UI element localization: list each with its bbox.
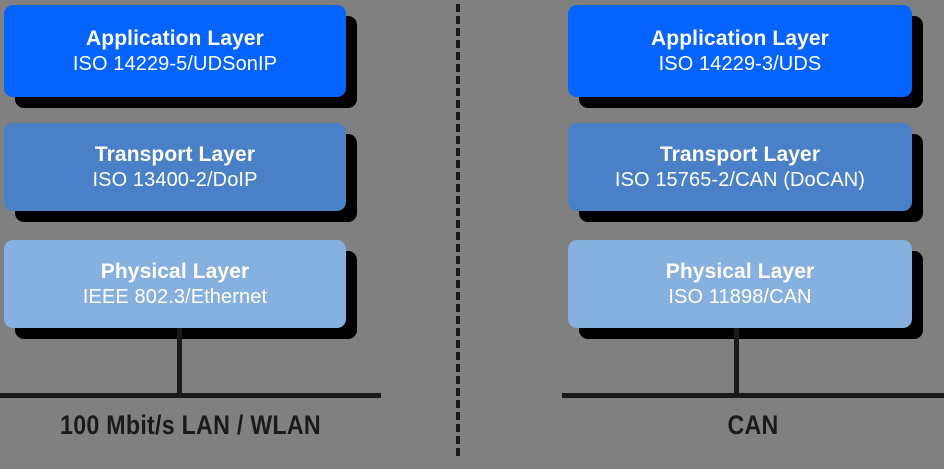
bus-connector-line (177, 328, 182, 397)
bus-label-lan-wlan: 100 Mbit/s LAN / WLAN (60, 410, 321, 440)
layer-box-application-can: Application Layer ISO 14229-3/UDS (568, 5, 912, 97)
layer-box-physical-doip: Physical Layer IEEE 802.3/Ethernet (4, 240, 346, 328)
layer-title: Physical Layer (665, 260, 815, 284)
layer-title: Transport Layer (659, 143, 821, 167)
bus-connector-line (734, 328, 739, 397)
layer-subtitle: IEEE 802.3/Ethernet (82, 285, 268, 308)
bus-line (562, 393, 944, 398)
stack-separator-dashed-line (456, 4, 460, 456)
layer-subtitle: ISO 14229-5/UDSonIP (72, 52, 278, 75)
layer-subtitle: ISO 15765-2/CAN (DoCAN) (614, 168, 866, 191)
layer-box-physical-can: Physical Layer ISO 11898/CAN (568, 240, 912, 328)
layer-subtitle: ISO 11898/CAN (668, 285, 812, 308)
bus-label-can: CAN (727, 410, 779, 440)
layer-box-transport-can: Transport Layer ISO 15765-2/CAN (DoCAN) (568, 123, 912, 211)
layer-subtitle: ISO 14229-3/UDS (658, 52, 822, 75)
protocol-stack-can: Application Layer ISO 14229-3/UDS Transp… (520, 0, 944, 469)
layer-title: Application Layer (86, 27, 264, 51)
layer-title: Transport Layer (94, 143, 256, 167)
layer-subtitle: ISO 13400-2/DoIP (92, 168, 258, 191)
layer-box-transport-doip: Transport Layer ISO 13400-2/DoIP (4, 123, 346, 211)
layer-title: Physical Layer (100, 260, 250, 284)
layer-title: Application Layer (651, 27, 829, 51)
protocol-stack-doip: Application Layer ISO 14229-5/UDSonIP Tr… (0, 0, 430, 469)
layer-box-application-doip: Application Layer ISO 14229-5/UDSonIP (4, 5, 346, 97)
bus-line (0, 393, 381, 398)
